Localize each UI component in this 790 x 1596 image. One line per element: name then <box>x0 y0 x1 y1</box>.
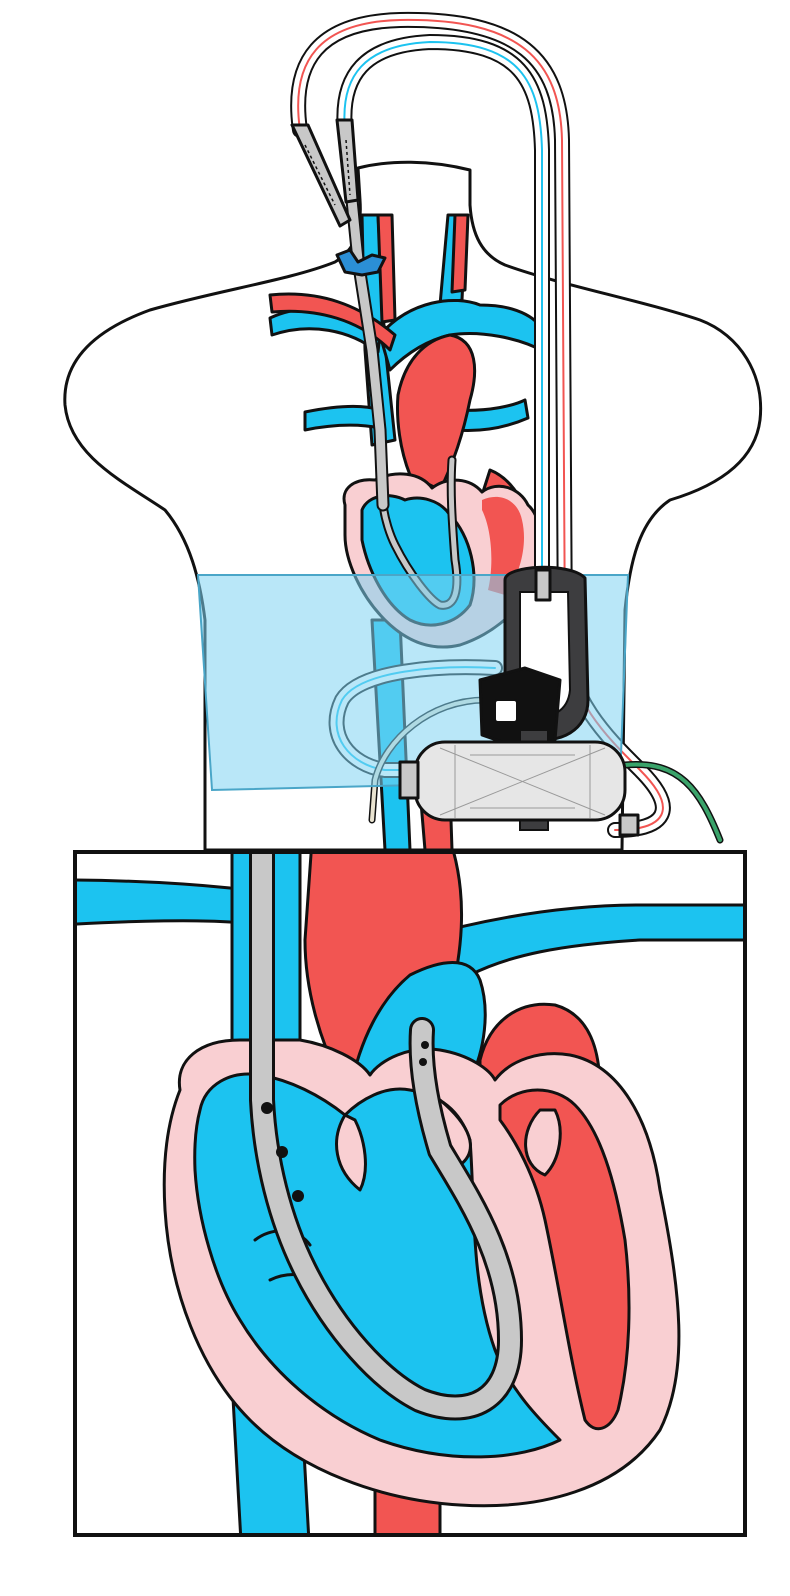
neck-clamp <box>335 248 387 277</box>
jugular-cannula <box>347 195 388 510</box>
upper-figure <box>63 11 763 852</box>
inset-cannula <box>252 852 521 1418</box>
oxygenator-cylinder <box>398 740 640 837</box>
valve-leaflets <box>253 1098 562 1287</box>
inset-frame <box>73 850 747 1537</box>
cannula-connectors <box>290 118 360 228</box>
cannula-side-holes <box>261 1041 429 1202</box>
heart-inset <box>73 850 747 1537</box>
